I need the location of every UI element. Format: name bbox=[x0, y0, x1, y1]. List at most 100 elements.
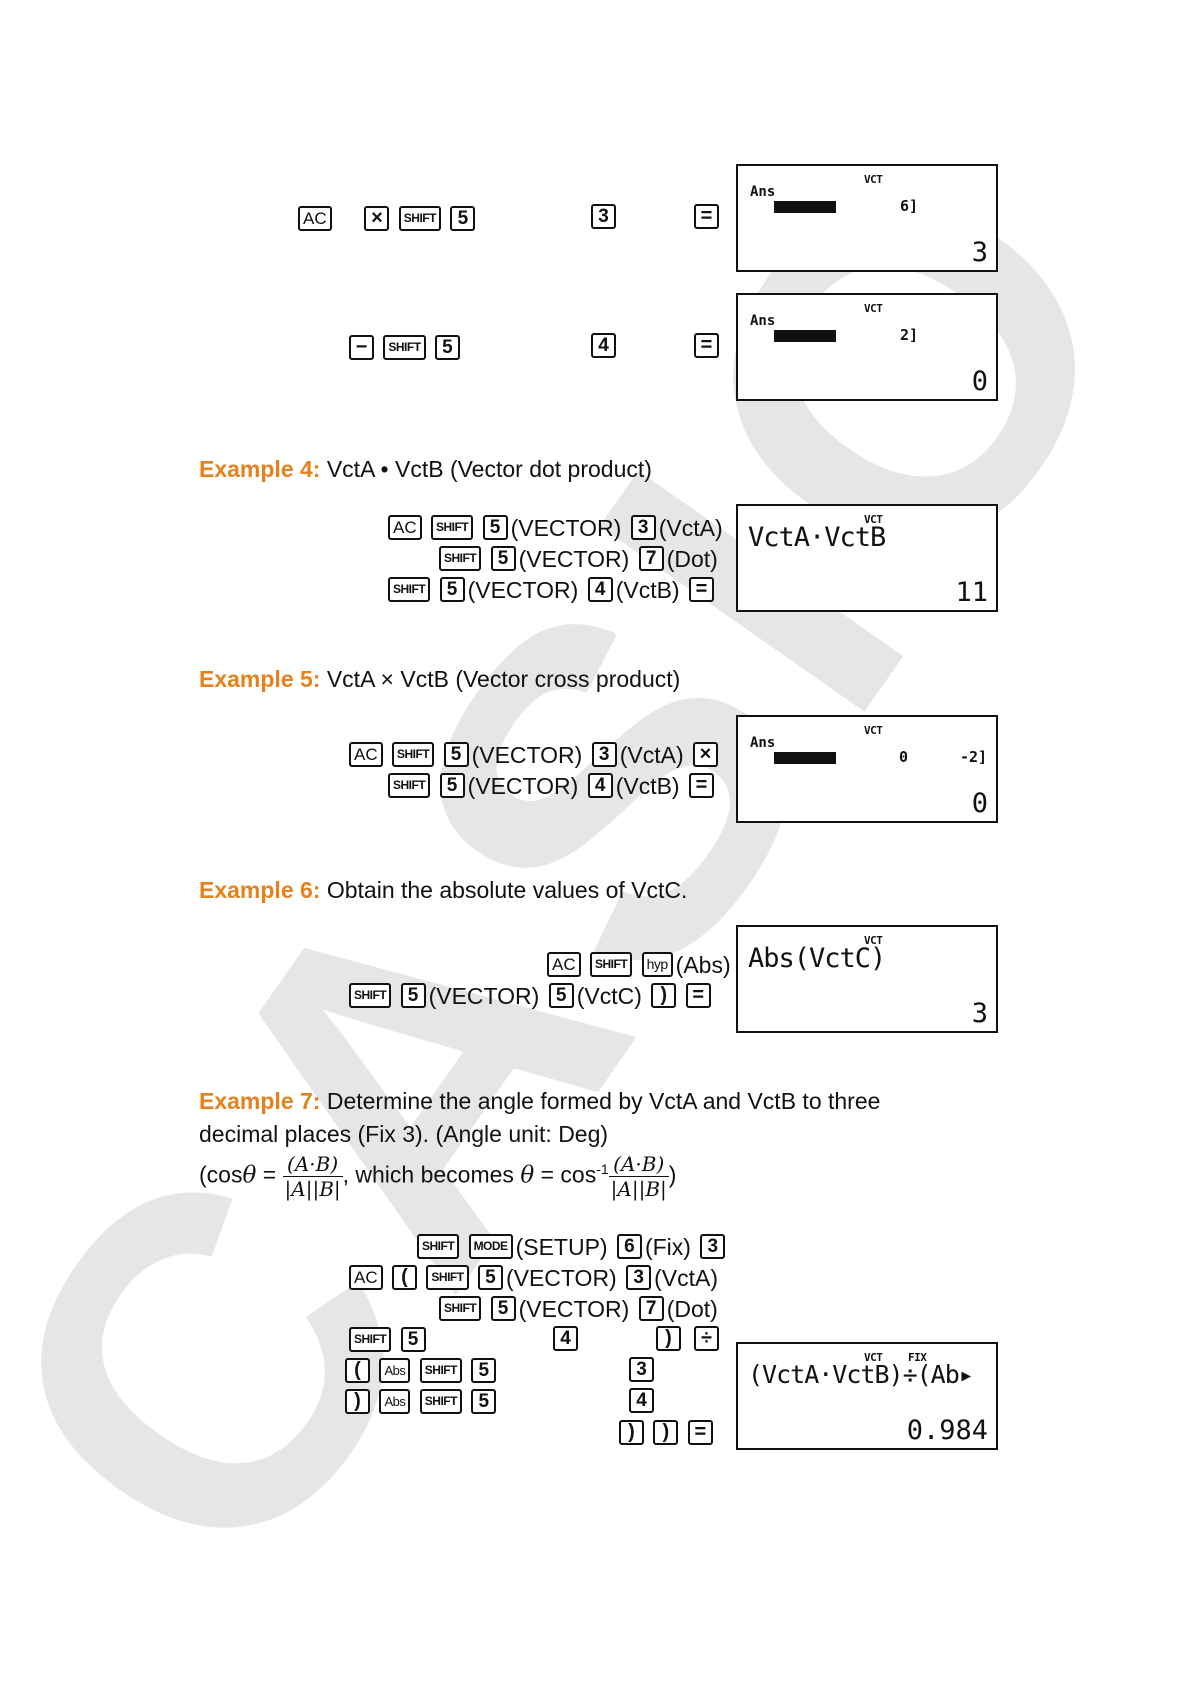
screen-expression: Abs(VctC) bbox=[748, 943, 886, 974]
five-key[interactable]: 5 bbox=[477, 1265, 503, 1291]
four-key[interactable]: 4 bbox=[587, 773, 613, 799]
formula-comma: , bbox=[342, 1161, 350, 1188]
shift-key[interactable]: SHIFT bbox=[419, 1358, 462, 1384]
five-key[interactable]: 5 bbox=[471, 1358, 497, 1384]
three-key[interactable]: 3 bbox=[629, 1357, 654, 1382]
shift-key[interactable]: SHIFT bbox=[383, 335, 426, 361]
shift-key[interactable]: SHIFT bbox=[431, 515, 474, 541]
mode-key[interactable]: MODE bbox=[468, 1234, 513, 1260]
rparen-key[interactable]: ) bbox=[619, 1420, 644, 1446]
shift-key[interactable]: SHIFT bbox=[439, 546, 482, 572]
keyseq-ex6-line1: AC SHIFT hyp(Abs) bbox=[547, 948, 734, 978]
five-key[interactable]: 5 bbox=[439, 577, 465, 603]
six-key[interactable]: 6 bbox=[616, 1234, 642, 1260]
vector-label: (VECTOR) bbox=[467, 576, 579, 603]
four-key[interactable]: 4 bbox=[629, 1388, 654, 1413]
shift-key[interactable]: SHIFT bbox=[398, 206, 441, 232]
example-7-line2: decimal places (Fix 3). (Angle unit: Deg… bbox=[199, 1121, 608, 1148]
three-key[interactable]: 3 bbox=[591, 742, 617, 768]
three-key[interactable]: 3 bbox=[630, 515, 656, 541]
equals-key[interactable]: = bbox=[685, 983, 711, 1009]
shift-key[interactable]: SHIFT bbox=[388, 773, 431, 799]
five-key[interactable]: 5 bbox=[400, 983, 426, 1009]
divide-key[interactable]: ÷ bbox=[694, 1326, 719, 1351]
keyseq-ex7-line7: ) ) = bbox=[619, 1416, 716, 1446]
example-7-formula: (cosθ = (A·B)|A||B|, which becomes θ = c… bbox=[199, 1152, 676, 1201]
equals-key[interactable]: = bbox=[688, 773, 714, 799]
equals-key[interactable]: = bbox=[687, 1420, 713, 1446]
rparen-key[interactable]: ) bbox=[651, 983, 677, 1009]
fraction-numerator: (A·B) bbox=[282, 1152, 343, 1177]
ac-key[interactable]: AC bbox=[298, 206, 332, 232]
five-key[interactable]: 5 bbox=[439, 773, 465, 799]
formula-sup: -1 bbox=[596, 1160, 609, 1177]
four-key[interactable]: 4 bbox=[553, 1326, 578, 1351]
seven-key[interactable]: 7 bbox=[638, 546, 664, 572]
four-key[interactable]: 4 bbox=[587, 577, 613, 603]
times-key[interactable]: × bbox=[693, 742, 718, 768]
abs-key[interactable]: Abs bbox=[379, 1389, 411, 1415]
equals-key[interactable]: = bbox=[688, 577, 714, 603]
five-key[interactable]: 5 bbox=[482, 515, 508, 541]
formula-fraction-2: (A·B)|A||B| bbox=[608, 1152, 669, 1201]
five-key[interactable]: 5 bbox=[450, 206, 476, 232]
equals-key[interactable]: = bbox=[694, 204, 719, 229]
example-text-line2: decimal places (Fix 3). (Angle unit: Deg… bbox=[199, 1121, 609, 1147]
example-5-heading: Example 5: VctA × VctB (Vector cross pro… bbox=[199, 666, 680, 693]
example-text: VctA × VctB (Vector cross product) bbox=[326, 666, 681, 692]
five-key[interactable]: 5 bbox=[400, 1327, 426, 1353]
example-label: Example 7: bbox=[199, 1088, 321, 1114]
five-key[interactable]: 5 bbox=[490, 1296, 516, 1322]
example-label: Example 4: bbox=[199, 456, 321, 482]
shift-key[interactable]: SHIFT bbox=[419, 1389, 462, 1415]
four-key[interactable]: 4 bbox=[591, 333, 616, 358]
minus-key[interactable]: − bbox=[349, 335, 374, 361]
keyseq-ex6-line2: SHIFT 5(VECTOR) 5(VctC) ) = bbox=[349, 979, 714, 1009]
seven-key[interactable]: 7 bbox=[638, 1296, 664, 1322]
five-key[interactable]: 5 bbox=[434, 335, 460, 361]
hyp-key[interactable]: hyp bbox=[641, 952, 673, 978]
abs-key[interactable]: Abs bbox=[379, 1358, 411, 1384]
shift-key[interactable]: SHIFT bbox=[349, 1327, 392, 1353]
three-key[interactable]: 3 bbox=[591, 204, 616, 229]
shift-key[interactable]: SHIFT bbox=[439, 1296, 482, 1322]
five-key[interactable]: 5 bbox=[471, 1389, 497, 1415]
keyseq-ex5-line2: SHIFT 5(VECTOR) 4(VctB) = bbox=[388, 769, 717, 799]
shift-key[interactable]: SHIFT bbox=[426, 1265, 469, 1291]
lparen-key[interactable]: ( bbox=[345, 1358, 370, 1384]
rparen-key[interactable]: ) bbox=[653, 1420, 679, 1446]
rparen-key[interactable]: ) bbox=[345, 1389, 370, 1415]
ans-label: Ans bbox=[750, 313, 776, 329]
five-key[interactable]: 5 bbox=[548, 983, 574, 1009]
screen-result: 0.984 bbox=[906, 1415, 988, 1446]
equals-key[interactable]: = bbox=[694, 333, 719, 358]
times-key[interactable]: × bbox=[364, 206, 390, 232]
shift-key[interactable]: SHIFT bbox=[590, 952, 633, 978]
ac-key[interactable]: AC bbox=[388, 515, 422, 541]
rparen-key[interactable]: ) bbox=[656, 1326, 681, 1351]
ac-key[interactable]: AC bbox=[349, 1265, 383, 1291]
three-key[interactable]: 3 bbox=[626, 1265, 652, 1291]
calc-screen-ex6: VCT Abs(VctC) 3 bbox=[736, 925, 998, 1033]
ac-key[interactable]: AC bbox=[547, 952, 581, 978]
shift-key[interactable]: SHIFT bbox=[388, 577, 431, 603]
vcta-label: (VctA) bbox=[658, 514, 723, 541]
five-key[interactable]: 5 bbox=[443, 742, 469, 768]
shift-key[interactable]: SHIFT bbox=[349, 983, 392, 1009]
keyseq-ex4-line3: SHIFT 5(VECTOR) 4(VctB) = bbox=[388, 573, 717, 603]
three-key[interactable]: 3 bbox=[700, 1234, 726, 1260]
screen-result: 3 bbox=[971, 237, 988, 268]
shift-key[interactable]: SHIFT bbox=[392, 742, 435, 768]
abs-label: (Abs) bbox=[675, 951, 731, 978]
vct-indicator: VCT bbox=[864, 302, 883, 315]
five-key[interactable]: 5 bbox=[490, 546, 516, 572]
vector-label: (VECTOR) bbox=[518, 545, 630, 572]
calc-screen-top2: VCT Ans 2] 0 bbox=[736, 293, 998, 401]
shift-key[interactable]: SHIFT bbox=[417, 1234, 460, 1260]
ac-key[interactable]: AC bbox=[349, 742, 383, 768]
vct-indicator: VCT bbox=[864, 724, 883, 737]
matrix-bar bbox=[774, 752, 836, 764]
keyseq-ex4-line2: SHIFT 5(VECTOR) 7(Dot) bbox=[439, 542, 721, 572]
lparen-key[interactable]: ( bbox=[392, 1265, 418, 1291]
